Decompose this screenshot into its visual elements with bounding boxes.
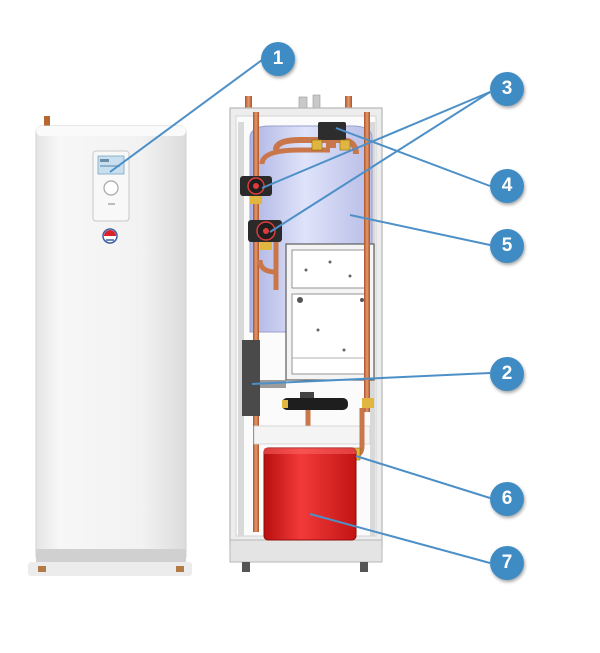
unit-foot <box>176 566 184 572</box>
display-line <box>100 165 120 167</box>
callout-6: 6 <box>490 482 524 516</box>
electric-backup-heater <box>242 340 260 416</box>
circulation-pump <box>240 176 272 204</box>
vessel-highlight <box>264 448 356 454</box>
pipe-left <box>253 112 259 532</box>
leader-line-3a <box>261 91 491 189</box>
vessel-bracket <box>253 425 371 445</box>
callout-7: 7 <box>490 546 524 580</box>
three-way-valve <box>311 122 351 151</box>
leader-line-4 <box>335 127 491 187</box>
pipe-top-loop <box>259 147 330 165</box>
unit-top-pipe-stub <box>44 116 50 130</box>
top-connection <box>345 96 352 114</box>
pipe-pump <box>257 259 277 275</box>
unit-base <box>36 549 186 563</box>
leader-line-6 <box>355 455 491 499</box>
leader-line-1 <box>109 59 263 173</box>
leader-line-2 <box>251 372 491 385</box>
callout-3: 3 <box>490 72 524 106</box>
display-line <box>100 159 109 162</box>
callout-2: 2 <box>490 357 524 391</box>
callout-5: 5 <box>490 229 524 263</box>
leader-line-7 <box>309 513 491 564</box>
closed-unit <box>28 116 192 576</box>
callout-1: 1 <box>261 42 295 76</box>
brand-logo-icon <box>102 228 118 244</box>
unit-foot <box>360 562 368 572</box>
electronics-module <box>285 243 375 381</box>
control-indicator <box>108 203 115 205</box>
control-knob <box>103 180 119 196</box>
unit-top-edge <box>36 126 186 136</box>
open-unit <box>229 94 383 572</box>
frame-rail-left <box>238 122 244 536</box>
top-connection <box>245 96 252 114</box>
callout-4: 4 <box>490 169 524 203</box>
unit-foot <box>242 562 250 572</box>
leader-line-5 <box>349 214 491 246</box>
leader-line-3b <box>269 91 491 233</box>
unit-floor-shadow <box>28 562 192 576</box>
circulation-pump <box>248 220 282 250</box>
unit-foot <box>38 566 46 572</box>
leader-lines <box>109 59 491 564</box>
pipe-right <box>364 112 370 412</box>
unit-base <box>229 539 383 563</box>
expansion-vessel <box>263 447 357 541</box>
